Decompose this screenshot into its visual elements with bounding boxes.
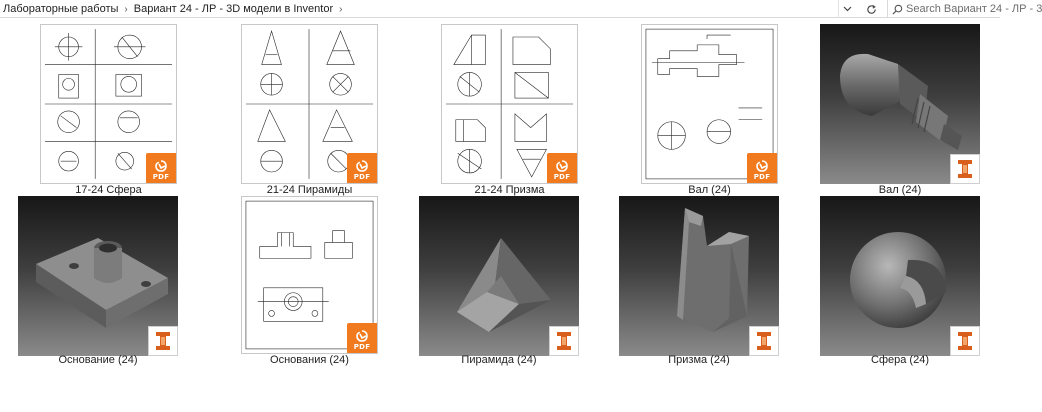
- chevron-right-icon[interactable]: ›: [124, 3, 128, 15]
- file-item[interactable]: Сфера (24): [820, 196, 980, 367]
- file-item[interactable]: PDF 21-24 Призма: [441, 24, 578, 196]
- drawing-sheet-preview: [245, 200, 374, 350]
- search-box[interactable]: Search Вариант 24 - ЛР - 3: [887, 0, 1042, 18]
- drawing-sheet-preview: [245, 29, 374, 179]
- pdf-file-badge: PDF: [547, 153, 577, 183]
- prism-model-preview: [677, 208, 749, 332]
- file-thumbnail: [820, 196, 980, 356]
- inventor-file-badge: [950, 154, 980, 184]
- file-item[interactable]: Вал (24): [820, 24, 980, 196]
- address-bar: Лабораторные работы › Вариант 24 - ЛР - …: [0, 0, 1042, 18]
- file-name[interactable]: Призма (24): [668, 354, 730, 366]
- acrobat-icon: [155, 160, 167, 172]
- inventor-icon: [557, 332, 571, 350]
- chevron-down-icon: [843, 6, 852, 12]
- file-thumbnail: PDF: [40, 24, 177, 184]
- refresh-button[interactable]: [860, 0, 882, 18]
- file-name[interactable]: Сфера (24): [871, 354, 929, 366]
- file-thumbnail: [18, 196, 178, 356]
- inventor-icon: [958, 160, 972, 178]
- file-item[interactable]: Призма (24): [619, 196, 779, 367]
- sphere-model-preview: [850, 232, 946, 328]
- drawing-sheet-preview: [445, 29, 574, 179]
- acrobat-icon: [556, 160, 568, 172]
- pdf-file-badge: PDF: [146, 153, 176, 183]
- shaft-model-preview: [840, 53, 962, 150]
- file-thumbnail: PDF: [241, 24, 378, 184]
- file-item[interactable]: PDF 21-24 Пирамиды: [241, 24, 378, 196]
- address-history-dropdown[interactable]: [838, 0, 856, 18]
- pdf-badge-label: PDF: [553, 173, 571, 181]
- file-name[interactable]: Вал (24): [878, 184, 922, 196]
- pdf-badge-label: PDF: [753, 173, 771, 181]
- file-item[interactable]: PDF Вал (24): [641, 24, 778, 196]
- inventor-file-badge: [148, 326, 178, 356]
- breadcrumb[interactable]: Лабораторные работы › Вариант 24 - ЛР - …: [0, 0, 838, 18]
- file-thumbnail: [820, 24, 980, 184]
- acrobat-icon: [356, 330, 368, 342]
- file-thumbnail: [619, 196, 779, 356]
- inventor-file-badge: [749, 326, 779, 356]
- file-name[interactable]: Основания (24): [270, 354, 349, 366]
- file-name[interactable]: 17-24 Сфера: [75, 184, 142, 196]
- pdf-file-badge: PDF: [347, 153, 377, 183]
- pdf-badge-label: PDF: [353, 343, 371, 351]
- acrobat-icon: [756, 160, 768, 172]
- file-name[interactable]: 21-24 Пирамиды: [266, 184, 353, 196]
- drawing-sheet-preview: [645, 28, 774, 180]
- inventor-icon: [958, 332, 972, 350]
- inventor-file-badge: [549, 326, 579, 356]
- file-thumbnail: PDF: [241, 196, 378, 354]
- refresh-icon: [866, 4, 876, 14]
- breadcrumb-item-current-folder[interactable]: Вариант 24 - ЛР - 3D модели в Inventor: [133, 3, 334, 15]
- file-item[interactable]: PDF Основания (24): [241, 196, 378, 367]
- breadcrumb-item-lab-works[interactable]: Лабораторные работы: [3, 3, 119, 15]
- search-input[interactable]: Search Вариант 24 - ЛР - 3: [906, 3, 1042, 15]
- file-thumbnail: PDF: [641, 24, 778, 184]
- pdf-badge-label: PDF: [353, 173, 371, 181]
- pyramid-model-preview: [457, 238, 551, 332]
- chevron-right-icon[interactable]: ›: [339, 3, 343, 15]
- inventor-icon: [156, 332, 170, 350]
- drawing-sheet-preview: [44, 29, 173, 179]
- pdf-badge-label: PDF: [152, 173, 170, 181]
- file-name[interactable]: 21-24 Призма: [474, 184, 545, 196]
- file-thumbnail: [419, 196, 579, 356]
- pdf-file-badge: PDF: [347, 323, 377, 353]
- file-item[interactable]: PDF 17-24 Сфера: [40, 24, 177, 196]
- file-item[interactable]: Пирамида (24): [419, 196, 579, 367]
- inventor-icon: [757, 332, 771, 350]
- file-item[interactable]: Основание (24): [18, 196, 178, 367]
- base-model-preview: [36, 238, 168, 328]
- pdf-file-badge: PDF: [747, 153, 777, 183]
- search-icon: [888, 4, 906, 15]
- file-name[interactable]: Вал (24): [688, 184, 731, 196]
- file-thumbnail: PDF: [441, 24, 578, 184]
- file-name[interactable]: Пирамида (24): [461, 354, 537, 366]
- acrobat-icon: [356, 160, 368, 172]
- inventor-file-badge: [950, 326, 980, 356]
- file-name[interactable]: Основание (24): [58, 354, 138, 366]
